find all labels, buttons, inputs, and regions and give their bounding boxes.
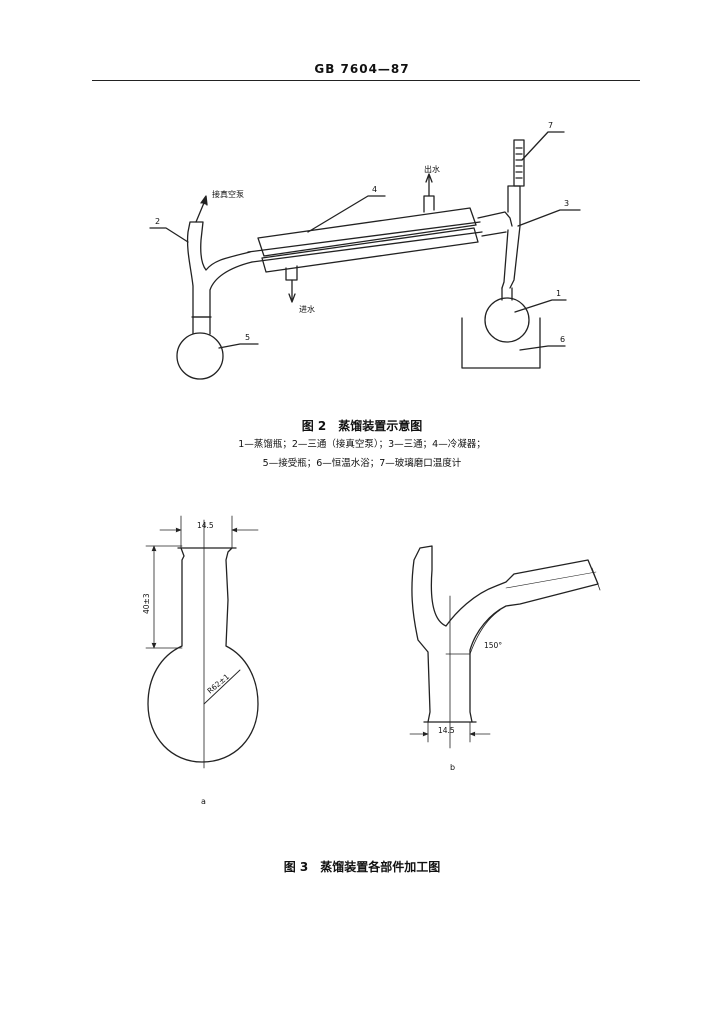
label-1: 1 <box>556 289 561 298</box>
tee-3 <box>507 185 521 289</box>
condenser-jacket <box>257 207 477 257</box>
label-water-out: 出水 <box>424 164 440 174</box>
distillation-flask <box>484 297 530 343</box>
dim-a-neck-width: 14.5 <box>197 521 214 530</box>
part-b-tee <box>411 545 599 723</box>
water-bath <box>461 317 541 369</box>
label-6: 6 <box>560 335 565 344</box>
dim-b-bottom-width: 14.5 <box>438 726 455 735</box>
part-b-label: b <box>450 763 455 772</box>
dim-a-radius: R62±1 <box>206 672 232 696</box>
label-vacuum: 接真空泵 <box>212 189 244 199</box>
thermometer <box>513 139 525 187</box>
receiving-flask <box>176 332 224 380</box>
figure-3-title: 图 3 蒸馏装置各部件加工图 <box>283 860 441 874</box>
tee-vacuum <box>186 221 251 318</box>
header-rule <box>92 80 640 81</box>
label-5: 5 <box>245 333 250 342</box>
standard-code-header: GB 7604—87 <box>314 62 410 76</box>
label-7: 7 <box>548 121 553 130</box>
label-4: 4 <box>372 185 377 194</box>
part-a-flask <box>147 547 259 763</box>
part-a-label: a <box>201 797 206 806</box>
dim-a-neck-height: 40±3 <box>142 593 151 614</box>
label-water-in: 进水 <box>299 304 315 314</box>
dim-b-angle: 150° <box>484 641 502 650</box>
figure-2-legend-line-2: 5—接受瓶；6—恒温水浴；7—玻璃磨口温度计 <box>262 458 462 469</box>
label-2: 2 <box>155 217 160 226</box>
figure-2-legend-line-1: 1—蒸馏瓶；2—三通（接真空泵）；3—三通；4—冷凝器； <box>238 439 486 450</box>
condenser-inner-tube <box>247 221 483 263</box>
label-3: 3 <box>564 199 569 208</box>
figure-2-title: 图 2 蒸馏装置示意图 <box>301 419 423 433</box>
